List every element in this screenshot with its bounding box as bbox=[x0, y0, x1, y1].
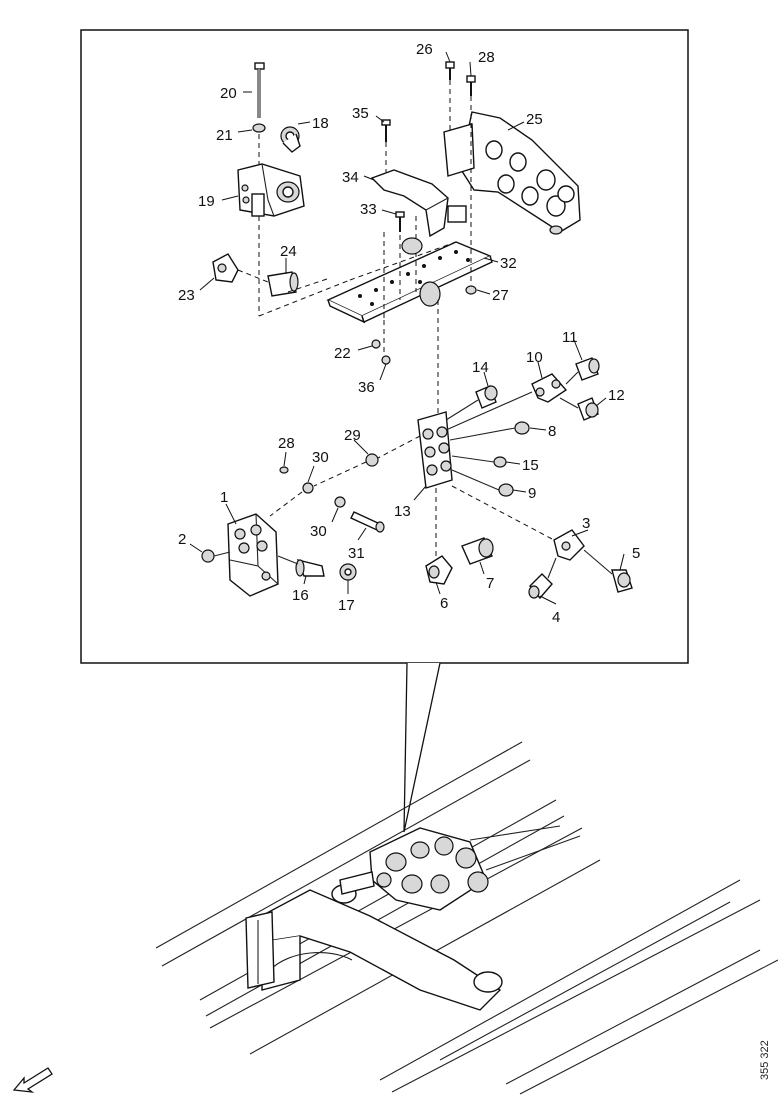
callout-18: 18 bbox=[312, 115, 329, 132]
callout-36: 36 bbox=[358, 379, 375, 396]
part-screw-35 bbox=[381, 119, 391, 142]
callout-13: 13 bbox=[394, 503, 411, 520]
part-fitting-5 bbox=[611, 569, 633, 593]
callout-28-upper: 28 bbox=[478, 49, 495, 66]
part-plate-32 bbox=[326, 241, 493, 324]
callout-32: 32 bbox=[500, 255, 517, 272]
callout-3: 3 bbox=[582, 515, 590, 532]
part-bracket-34 bbox=[370, 169, 467, 255]
part-washer-30-lower bbox=[334, 496, 346, 508]
callout-1: 1 bbox=[220, 489, 228, 506]
callout-7: 7 bbox=[486, 575, 494, 592]
detail-frame bbox=[80, 29, 689, 664]
part-washer-29 bbox=[365, 453, 379, 467]
chassis-frame bbox=[155, 741, 778, 1095]
part-plug-2 bbox=[201, 549, 215, 563]
callout-27: 27 bbox=[492, 287, 509, 304]
callout-5: 5 bbox=[632, 545, 640, 562]
part-tee-3 bbox=[553, 529, 585, 561]
callout-14: 14 bbox=[472, 359, 489, 376]
part-nut-36 bbox=[381, 355, 391, 365]
part-nut-27 bbox=[465, 285, 477, 295]
part-washer-21 bbox=[252, 123, 266, 133]
callout-9: 9 bbox=[528, 485, 536, 502]
chassis-valve-cluster bbox=[339, 827, 489, 911]
callout-21: 21 bbox=[216, 127, 233, 144]
part-fitting-11 bbox=[575, 357, 600, 381]
part-fitting-12 bbox=[577, 397, 599, 421]
part-seal-15 bbox=[493, 456, 507, 468]
callout-28-lower: 28 bbox=[278, 435, 295, 452]
callout-pointer bbox=[403, 662, 441, 833]
part-manifold-13 bbox=[417, 411, 453, 489]
part-clip-23 bbox=[212, 253, 239, 283]
callout-4: 4 bbox=[552, 609, 560, 626]
part-fitting-17 bbox=[339, 563, 357, 581]
part-seal-9 bbox=[498, 483, 514, 497]
callout-10-lower: 10 bbox=[526, 349, 543, 366]
part-valve-19 bbox=[237, 163, 305, 217]
part-screw-28-lower bbox=[279, 466, 289, 474]
callout-15: 15 bbox=[522, 457, 539, 474]
callout-26: 26 bbox=[416, 41, 433, 58]
leader-lines bbox=[189, 51, 625, 605]
part-valve-block-1 bbox=[227, 513, 279, 597]
part-tee-10 bbox=[531, 373, 568, 403]
part-nut-22 bbox=[371, 339, 381, 349]
callout-22: 22 bbox=[334, 345, 351, 362]
callout-30-upper: 30 bbox=[312, 449, 329, 466]
callout-8: 8 bbox=[548, 423, 556, 440]
callout-33: 33 bbox=[360, 201, 377, 218]
callout-24: 24 bbox=[280, 243, 297, 260]
callout-16: 16 bbox=[292, 587, 309, 604]
callout-2: 2 bbox=[178, 531, 186, 548]
part-bolt-20 bbox=[254, 62, 265, 118]
part-seal-8 bbox=[514, 421, 530, 435]
part-fitting-14 bbox=[475, 385, 498, 409]
reference-code: 355 322 bbox=[759, 1040, 771, 1080]
callout-25: 25 bbox=[526, 111, 543, 128]
callout-6: 6 bbox=[440, 595, 448, 612]
callout-29: 29 bbox=[344, 427, 361, 444]
part-fitting-18 bbox=[280, 126, 301, 153]
part-plate-25 bbox=[443, 111, 581, 235]
callout-11: 11 bbox=[562, 329, 578, 346]
part-fitting-7 bbox=[461, 537, 494, 565]
part-screw-33 bbox=[395, 211, 405, 232]
callout-19: 19 bbox=[198, 193, 215, 210]
callout-30-lower: 30 bbox=[310, 523, 327, 540]
callout-31: 31 bbox=[348, 545, 365, 562]
part-bolt-31 bbox=[350, 511, 385, 533]
direction-arrow-icon bbox=[12, 1067, 53, 1093]
callout-17: 17 bbox=[338, 597, 355, 614]
part-elbow-6 bbox=[425, 555, 453, 585]
callout-23: 23 bbox=[178, 287, 195, 304]
part-washer-30-upper bbox=[302, 482, 314, 494]
callout-20: 20 bbox=[220, 85, 237, 102]
part-spacer-24 bbox=[267, 271, 299, 297]
callout-35: 35 bbox=[352, 105, 369, 122]
callout-12: 12 bbox=[608, 387, 625, 404]
callout-34: 34 bbox=[342, 169, 359, 186]
part-fitting-4 bbox=[528, 573, 553, 600]
